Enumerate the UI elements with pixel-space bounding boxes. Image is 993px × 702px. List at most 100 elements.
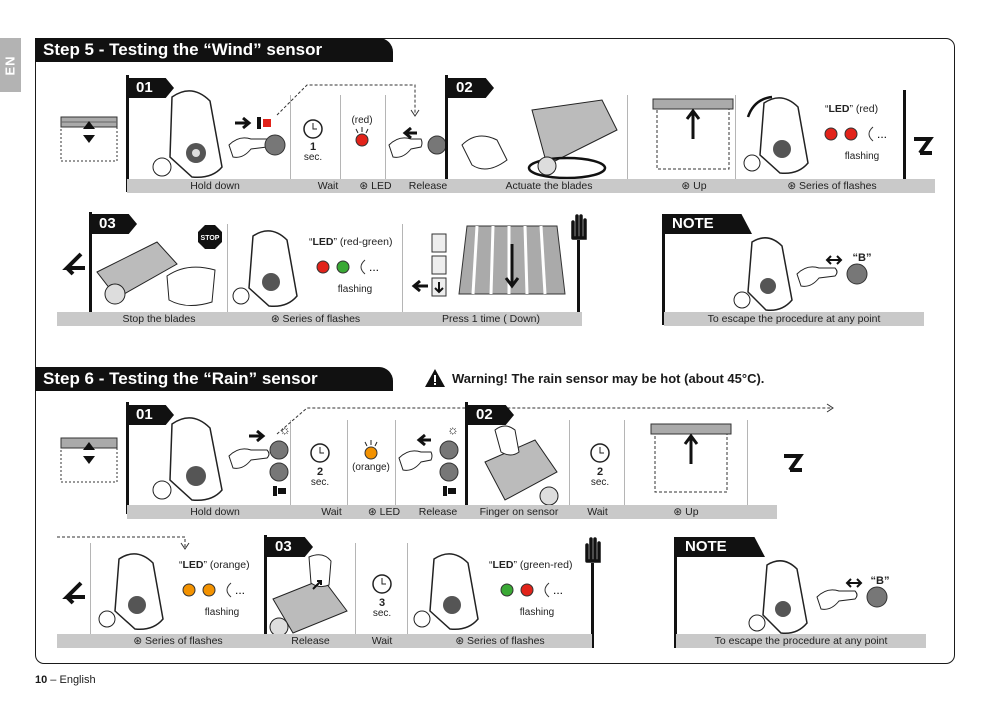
step6-row2-caption-bar: ⊛ Series of flashes Release Wait ⊛ Serie… [57, 634, 592, 648]
return-arrow-icon [62, 252, 85, 276]
svg-text:...: ... [235, 583, 245, 597]
remote-control-icon [152, 90, 223, 179]
step6-badge-02: 02 [468, 405, 514, 425]
step5-badge-03: 03 [91, 214, 137, 234]
button-down-icon [411, 233, 447, 297]
step5-row2: 03 STOP “LED” (red-green) ... flashing [57, 212, 937, 327]
awning-down-icon [458, 225, 566, 295]
clock-icon [303, 119, 323, 139]
eye-series-caption: ⊛ Series of flashes [787, 180, 877, 192]
flashing-label: flashing [519, 607, 555, 618]
wait-unit: sec. [303, 152, 323, 163]
remote-series-icon [413, 553, 479, 631]
awning-up-icon [650, 423, 732, 493]
hand-release-icon [398, 433, 459, 496]
dashed-connector [276, 84, 420, 117]
language-tab: EN [0, 38, 21, 92]
sun-icon: ☼ [279, 422, 291, 437]
awning-icon [60, 116, 118, 162]
warning-icon [425, 369, 445, 387]
eye-up-caption: ⊛ Up [673, 506, 699, 518]
stop-sign-icon: STOP [198, 225, 222, 249]
page-number: 10 [35, 674, 48, 686]
hand-icon [571, 214, 587, 240]
svg-text:STOP: STOP [201, 235, 220, 242]
page-footer: 10 – English [35, 674, 96, 686]
clock-icon [372, 574, 392, 594]
hand-two-buttons-icon [228, 429, 289, 496]
step6-row1: 01 ☼ 2 sec. (orange) ☼ 02 2 sec [57, 402, 937, 517]
red-led-icon [355, 127, 369, 147]
note-key-label: “B” [870, 575, 890, 587]
remote-series-icon [232, 230, 298, 308]
remote-series-icon [98, 553, 164, 631]
svg-text:...: ... [369, 260, 379, 274]
step5-row1: 01 1 sec. (red) 02 [57, 75, 937, 195]
eye-series-caption: ⊛ Series of flashes [133, 635, 223, 647]
hand-press-icon [228, 134, 286, 158]
wait-value: 2 [596, 466, 604, 478]
clock-icon [310, 443, 330, 463]
led-flash-sequence-icon: ... [316, 259, 379, 275]
led-flash-sequence-icon: ... [500, 582, 563, 598]
led-label: “LED” (red-green) [309, 236, 393, 248]
step6-row2: “LED” (orange) ... flashing 03 3 sec. “L… [57, 535, 937, 650]
led-color-label: (orange) [352, 462, 390, 473]
step5-badge-02: 02 [448, 78, 494, 98]
step6-row1-caption-bar: Hold down Wait ⊛ LED Release Finger on s… [127, 505, 777, 519]
eye-led-caption: ⊛ LED [367, 506, 401, 518]
finger-sensor-icon [484, 425, 559, 506]
hand-release-icon [388, 126, 447, 158]
release-sensor-icon [269, 554, 348, 637]
hand-icon [585, 537, 601, 563]
led-label: “LED” (red) [825, 103, 879, 115]
step5-01-divider [126, 75, 129, 192]
step6-note-caption-bar: To escape the procedure at any point [676, 634, 926, 648]
svg-text:...: ... [877, 127, 887, 141]
note-key-label: “B” [852, 252, 872, 264]
step6-badge-01: 01 [128, 405, 174, 425]
led-color-label: (red) [351, 115, 373, 126]
orange-led-icon [364, 440, 378, 460]
page-frame [35, 38, 955, 664]
arrow-icon [235, 116, 271, 130]
flashing-label: flashing [337, 284, 373, 295]
eye-led-caption: ⊛ LED [359, 180, 392, 192]
flashing-label: flashing [204, 607, 240, 618]
step5-row1-caption-bar: Hold down Wait ⊛ LED Release Actuate the… [127, 179, 935, 193]
remote-control-icon [748, 560, 808, 635]
led-label: “LED” (green-red) [489, 559, 573, 571]
stop-blades-icon [96, 241, 216, 306]
remote-control-icon [152, 417, 223, 502]
sun-icon: ☼ [447, 422, 459, 437]
awning-up-icon [652, 98, 734, 170]
svg-text:...: ... [553, 583, 563, 597]
step5-title: Step 5 - Testing the “Wind” sensor [35, 38, 393, 62]
eye-series-caption: ⊛ Series of flashes [270, 313, 361, 325]
wait-unit: sec. [590, 477, 610, 488]
return-arrow-icon [62, 581, 85, 605]
step5-02-divider [445, 75, 448, 192]
step6-badge-03: 03 [267, 537, 313, 557]
motor-blades-icon [461, 99, 618, 180]
footer-language: English [59, 674, 96, 686]
note-badge: NOTE [677, 537, 765, 557]
led-flash-sequence-icon: ... [182, 582, 245, 598]
wait-value: 2 [316, 466, 324, 478]
language-label: EN [3, 54, 18, 76]
hand-press-b-icon [796, 255, 868, 287]
continue-arrow-icon [914, 137, 934, 155]
eye-up-caption: ⊛ Up [681, 180, 707, 192]
wait-value: 1 [309, 141, 317, 153]
led-label: “LED” (orange) [179, 559, 250, 571]
note-badge: NOTE [664, 214, 752, 234]
eye-series-caption: ⊛ Series of flashes [455, 635, 545, 647]
wait-unit: sec. [372, 608, 392, 619]
step5-row2-caption-bar: Stop the blades ⊛ Series of flashes Pres… [57, 312, 582, 326]
hand-press-b-icon [816, 578, 888, 610]
step6-title: Step 6 - Testing the “Rain” sensor [35, 367, 393, 391]
wait-unit: sec. [310, 477, 330, 488]
remote-control-icon [733, 237, 793, 312]
step5-note-caption-bar: To escape the procedure at any point [664, 312, 924, 326]
awning-icon [60, 437, 118, 483]
